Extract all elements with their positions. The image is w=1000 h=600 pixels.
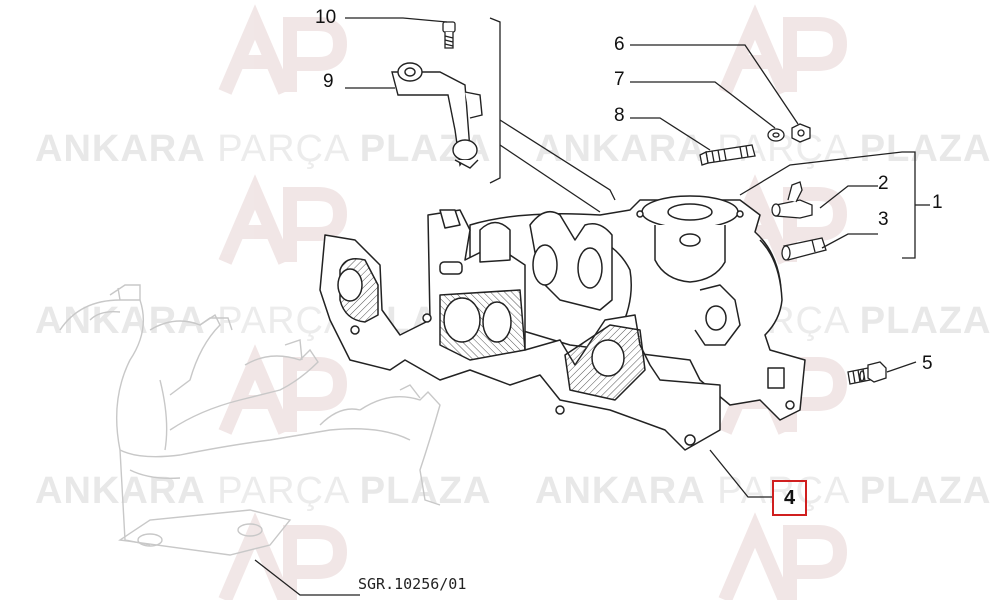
callout-10[interactable]: 10 [315, 7, 337, 28]
callout-8[interactable]: 8 [614, 105, 625, 126]
sleeve-part [781, 237, 827, 261]
bolt-part [442, 21, 456, 49]
ap-logo-icon [718, 512, 848, 600]
callout-3[interactable]: 3 [878, 209, 889, 230]
callout-1[interactable]: 1 [932, 192, 943, 213]
callout-7[interactable]: 7 [614, 69, 625, 90]
screw-part [847, 361, 887, 385]
callout-2[interactable]: 2 [878, 173, 889, 194]
ap-logo-icon [718, 4, 848, 95]
bracket-part [391, 62, 483, 169]
ap-logo-icon [218, 344, 348, 435]
ap-logo-icon [218, 174, 348, 265]
stud-part [699, 144, 756, 166]
ap-logo-icon [218, 512, 348, 600]
nut-part [791, 123, 811, 143]
manifold-gasket [319, 209, 721, 451]
drawing-reference: SGR.10256/01 [358, 575, 467, 593]
watermark-row: ANKARA PARÇA PLAZA [535, 470, 992, 512]
leader-lines [254, 17, 917, 596]
callout-5[interactable]: 5 [922, 353, 933, 374]
exhaust-manifold-ghost [59, 284, 441, 556]
group-bracket [739, 151, 930, 259]
washer-part [767, 128, 785, 142]
elbow-fitting-part [771, 181, 813, 219]
callout-9[interactable]: 9 [323, 71, 334, 92]
watermark-row: ANKARA PARÇA PLAZA [35, 470, 492, 512]
callout-6[interactable]: 6 [614, 34, 625, 55]
callout-4-highlighted[interactable]: 4 [772, 480, 808, 516]
ap-logo-icon [218, 4, 348, 95]
